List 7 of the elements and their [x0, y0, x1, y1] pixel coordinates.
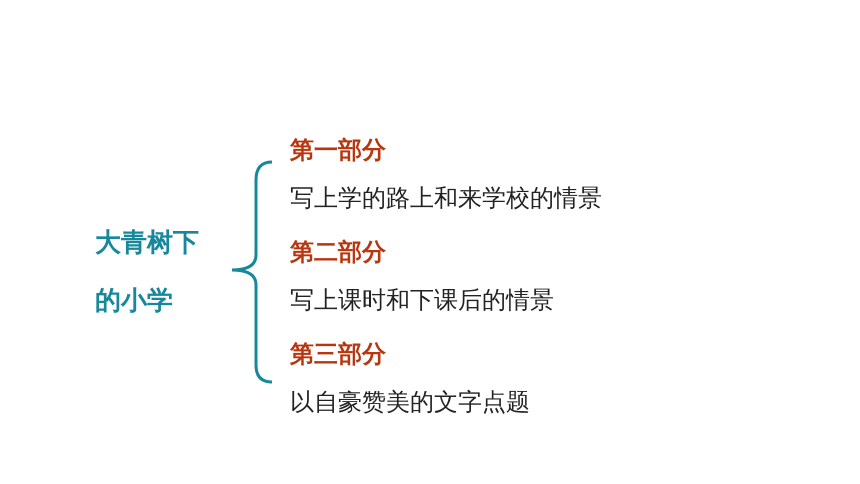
section-description: 写上学的路上和来学校的情景: [290, 183, 602, 214]
section-heading: 第三部分: [290, 339, 387, 370]
section-heading: 第二部分: [290, 237, 387, 268]
section-heading: 第一部分: [290, 135, 387, 166]
section-description: 写上课时和下课后的情景: [290, 285, 554, 316]
topic-text: 大青树下的小学: [95, 214, 207, 330]
section-description: 以自豪赞美的文字点题: [290, 387, 530, 418]
